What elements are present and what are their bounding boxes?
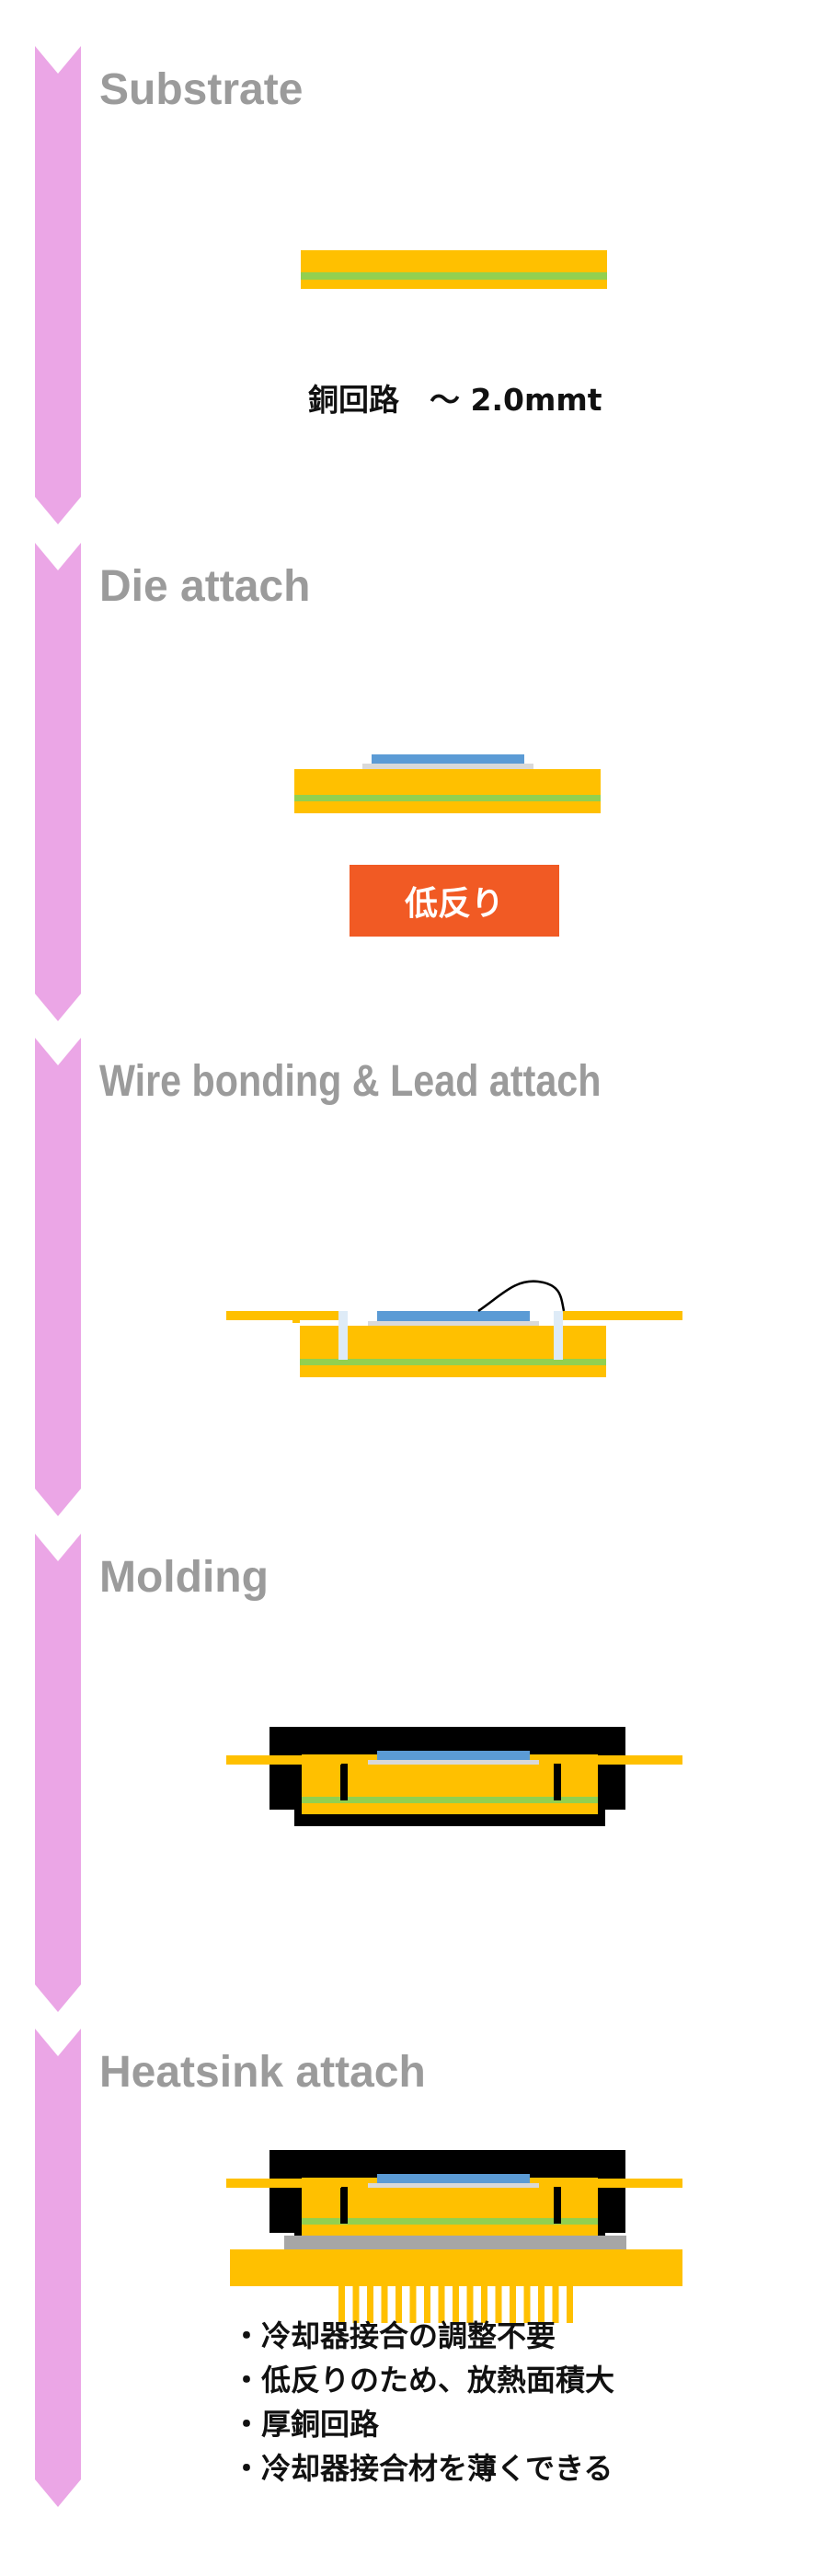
stage-die-attach: Die attach 低反り xyxy=(0,543,837,1021)
thermal-interface-layer xyxy=(284,2236,626,2249)
stage-title: Molding xyxy=(99,1553,269,1602)
lead-frame-right xyxy=(561,1755,682,1765)
stage-molding: Molding xyxy=(0,1534,837,2012)
lead-post-left xyxy=(340,1764,348,1800)
die-attach-drawing xyxy=(294,754,601,813)
benefit-item: ・冷却器接合材を薄くできる xyxy=(232,2451,613,2486)
stage-title: Substrate xyxy=(99,65,304,114)
process-arrow xyxy=(35,1038,81,1516)
copper-bottom-layer xyxy=(302,2225,598,2236)
lead-frame-left xyxy=(226,1311,338,1323)
substrate-drawing xyxy=(301,250,607,289)
lead-frame-left xyxy=(226,1755,341,1765)
copper-bottom-layer xyxy=(301,280,607,289)
heatsink-fin xyxy=(338,2286,345,2323)
stage-title: Wire bonding & Lead attach xyxy=(99,1057,602,1106)
heatsink-fin xyxy=(409,2286,417,2323)
heatsink-fin xyxy=(424,2286,430,2323)
heatsink-fin xyxy=(538,2286,545,2323)
process-arrow-shape xyxy=(35,2029,81,2507)
stage-heatsink-attach: Heatsink attach ・冷却器接合の調整不要 ・低反りのため、放熱面積… xyxy=(0,2029,837,2507)
heatsink-fin xyxy=(567,2286,573,2323)
lead-post-right xyxy=(554,1311,563,1360)
substrate-caption: 銅回路 ～ 2.0mmt xyxy=(308,382,602,418)
heatsink-fin xyxy=(495,2286,502,2323)
benefit-item: ・低反りのため、放熱面積大 xyxy=(232,2363,615,2398)
lead-frame-left xyxy=(226,2179,341,2188)
stage-wire-bonding: Wire bonding & Lead attach xyxy=(0,1038,837,1516)
process-arrow xyxy=(35,1534,81,2012)
low-warpage-badge: 低反り xyxy=(350,865,559,937)
heatsink-attach-drawing xyxy=(226,2150,682,2323)
heatsink-base xyxy=(230,2249,682,2286)
process-arrow xyxy=(35,2029,81,2507)
lead-post-right xyxy=(554,2187,561,2224)
die-chip xyxy=(377,2174,530,2183)
copper-top-layer xyxy=(294,769,601,795)
lead-post-left xyxy=(338,1311,348,1360)
benefits-list: ・冷却器接合の調整不要 ・低反りのため、放熱面積大 ・厚銅回路 ・冷却器接合材を… xyxy=(232,2314,614,2490)
lead-frame-right xyxy=(563,1311,682,1320)
ceramic-layer xyxy=(301,272,607,280)
molding-drawing xyxy=(226,1727,682,1826)
process-arrow xyxy=(35,543,81,1021)
process-arrow-shape xyxy=(35,543,81,1021)
heatsink-fin xyxy=(481,2286,487,2323)
solder-layer xyxy=(368,2183,539,2188)
ceramic-layer xyxy=(302,1797,598,1803)
copper-top-layer xyxy=(301,250,607,272)
solder-layer xyxy=(362,764,533,769)
heatsink-fin xyxy=(396,2286,402,2323)
heatsink-fin xyxy=(438,2286,445,2323)
die-chip xyxy=(377,1311,530,1321)
benefit-item: ・厚銅回路 xyxy=(232,2407,380,2442)
die-chip xyxy=(372,754,524,764)
heatsink-fin xyxy=(367,2286,373,2323)
lead-post-right xyxy=(554,1764,561,1800)
stage-substrate: Substrate 銅回路 ～ 2.0mmt xyxy=(0,46,837,524)
heatsink-fin xyxy=(381,2286,388,2323)
solder-layer xyxy=(368,1321,539,1326)
heatsink-fin xyxy=(510,2286,516,2323)
ceramic-layer xyxy=(300,1359,606,1365)
die-chip xyxy=(377,1751,530,1760)
lead-post-left xyxy=(340,2187,348,2224)
heatsink-fins xyxy=(338,2286,573,2323)
heatsink-fin xyxy=(352,2286,360,2323)
solder-layer xyxy=(368,1760,539,1765)
process-arrow xyxy=(35,46,81,524)
process-arrow-shape xyxy=(35,46,81,524)
wire-bonding-drawing xyxy=(226,1280,682,1377)
ceramic-layer xyxy=(302,2218,598,2225)
bond-wire xyxy=(477,1280,566,1313)
heatsink-fin xyxy=(453,2286,459,2323)
stage-title: Heatsink attach xyxy=(99,2048,426,2097)
copper-bottom-layer xyxy=(294,801,601,813)
process-arrow-shape xyxy=(35,1534,81,2012)
stage-title: Die attach xyxy=(99,562,311,611)
heatsink-fin xyxy=(552,2286,559,2323)
copper-bottom-layer xyxy=(302,1803,598,1814)
process-arrow-shape xyxy=(35,1038,81,1516)
copper-bottom-layer xyxy=(300,1365,606,1377)
heatsink-fin xyxy=(523,2286,531,2323)
lead-frame-right xyxy=(561,2179,682,2188)
heatsink-fin xyxy=(466,2286,474,2323)
benefit-item: ・冷却器接合の調整不要 xyxy=(232,2318,556,2353)
ceramic-layer xyxy=(294,795,601,801)
